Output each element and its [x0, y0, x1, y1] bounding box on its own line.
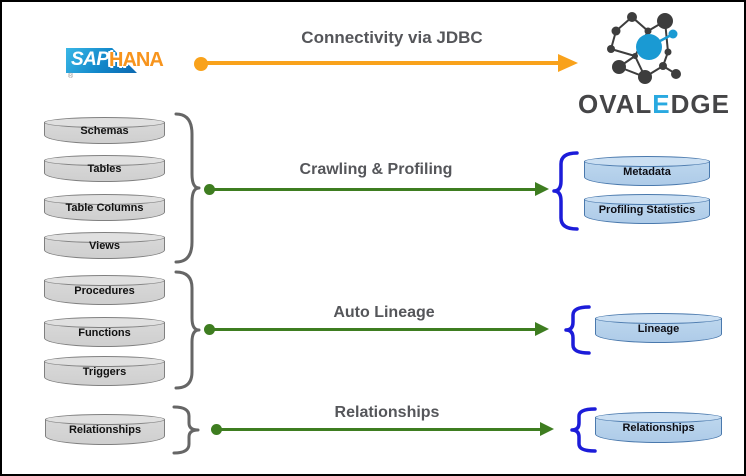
- db-cylinder-schemas: Schemas: [44, 117, 165, 144]
- left-brace-icon: [174, 112, 201, 264]
- arrow-line-auto-lineage: [209, 328, 536, 331]
- sap-logo-text: SAP: [71, 49, 109, 70]
- cylinder-label: Relationships: [622, 422, 695, 435]
- ovaledge-wordmark: OVALEDGE: [558, 89, 744, 120]
- cylinder-label: Procedures: [74, 284, 135, 297]
- arrow-head-icon: [540, 422, 554, 436]
- left-brace-icon: [174, 270, 201, 390]
- arrow-head-icon: [558, 54, 578, 72]
- wordmark-dge: DGE: [670, 89, 730, 119]
- left-brace-icon: [172, 405, 200, 455]
- cylinder-label: Profiling Statistics: [598, 203, 696, 216]
- cylinder-label: Table Columns: [65, 202, 144, 215]
- cylinder-label: Lineage: [637, 322, 680, 335]
- arrow-line-relationships: [216, 428, 540, 431]
- cylinder-label: Relationships: [68, 424, 142, 437]
- flow-label-connectivity: Connectivity via JDBC: [301, 28, 483, 47]
- db-cylinder-views: Views: [44, 232, 165, 259]
- arrow-head-icon: [535, 322, 549, 336]
- db-cylinder-relationships-source: Relationships: [45, 414, 165, 445]
- right-brace-icon: [564, 305, 591, 355]
- flow-label-relationships: Relationships: [334, 404, 440, 421]
- db-cylinder-metadata: Metadata: [584, 156, 710, 186]
- right-brace-icon: [552, 151, 579, 231]
- arrow-line-crawling: [209, 188, 536, 191]
- db-cylinder-table-columns: Table Columns: [44, 194, 165, 221]
- cylinder-label: Views: [89, 240, 120, 253]
- arrow-head-icon: [535, 182, 549, 196]
- db-cylinder-triggers: Triggers: [44, 356, 165, 386]
- registered-mark: ®: [68, 73, 74, 80]
- right-brace-icon: [570, 407, 597, 453]
- arrow-line-connectivity: [200, 61, 559, 65]
- wordmark-blue-e: E: [652, 89, 671, 119]
- cylinder-label: Functions: [78, 326, 131, 339]
- db-cylinder-procedures: Procedures: [44, 275, 165, 305]
- db-cylinder-profiling-statistics: Profiling Statistics: [584, 194, 710, 224]
- db-cylinder-functions: Functions: [44, 317, 165, 347]
- ovaledge-network-icon: [607, 12, 681, 84]
- flow-label-crawling: Crawling & Profiling: [299, 161, 453, 178]
- db-cylinder-relationships-target: Relationships: [595, 412, 722, 443]
- flow-label-auto-lineage: Auto Lineage: [333, 304, 435, 321]
- wordmark-oval: OVAL: [578, 89, 653, 119]
- cylinder-label: Schemas: [80, 125, 129, 138]
- sap-hana-logo: SAP HANA ®: [62, 48, 192, 82]
- hana-logo-text: HANA: [109, 49, 164, 71]
- cylinder-label: Tables: [87, 163, 122, 176]
- db-cylinder-lineage: Lineage: [595, 313, 722, 343]
- db-cylinder-tables: Tables: [44, 155, 165, 182]
- cylinder-label: Triggers: [82, 365, 127, 378]
- cylinder-label: Metadata: [623, 165, 671, 178]
